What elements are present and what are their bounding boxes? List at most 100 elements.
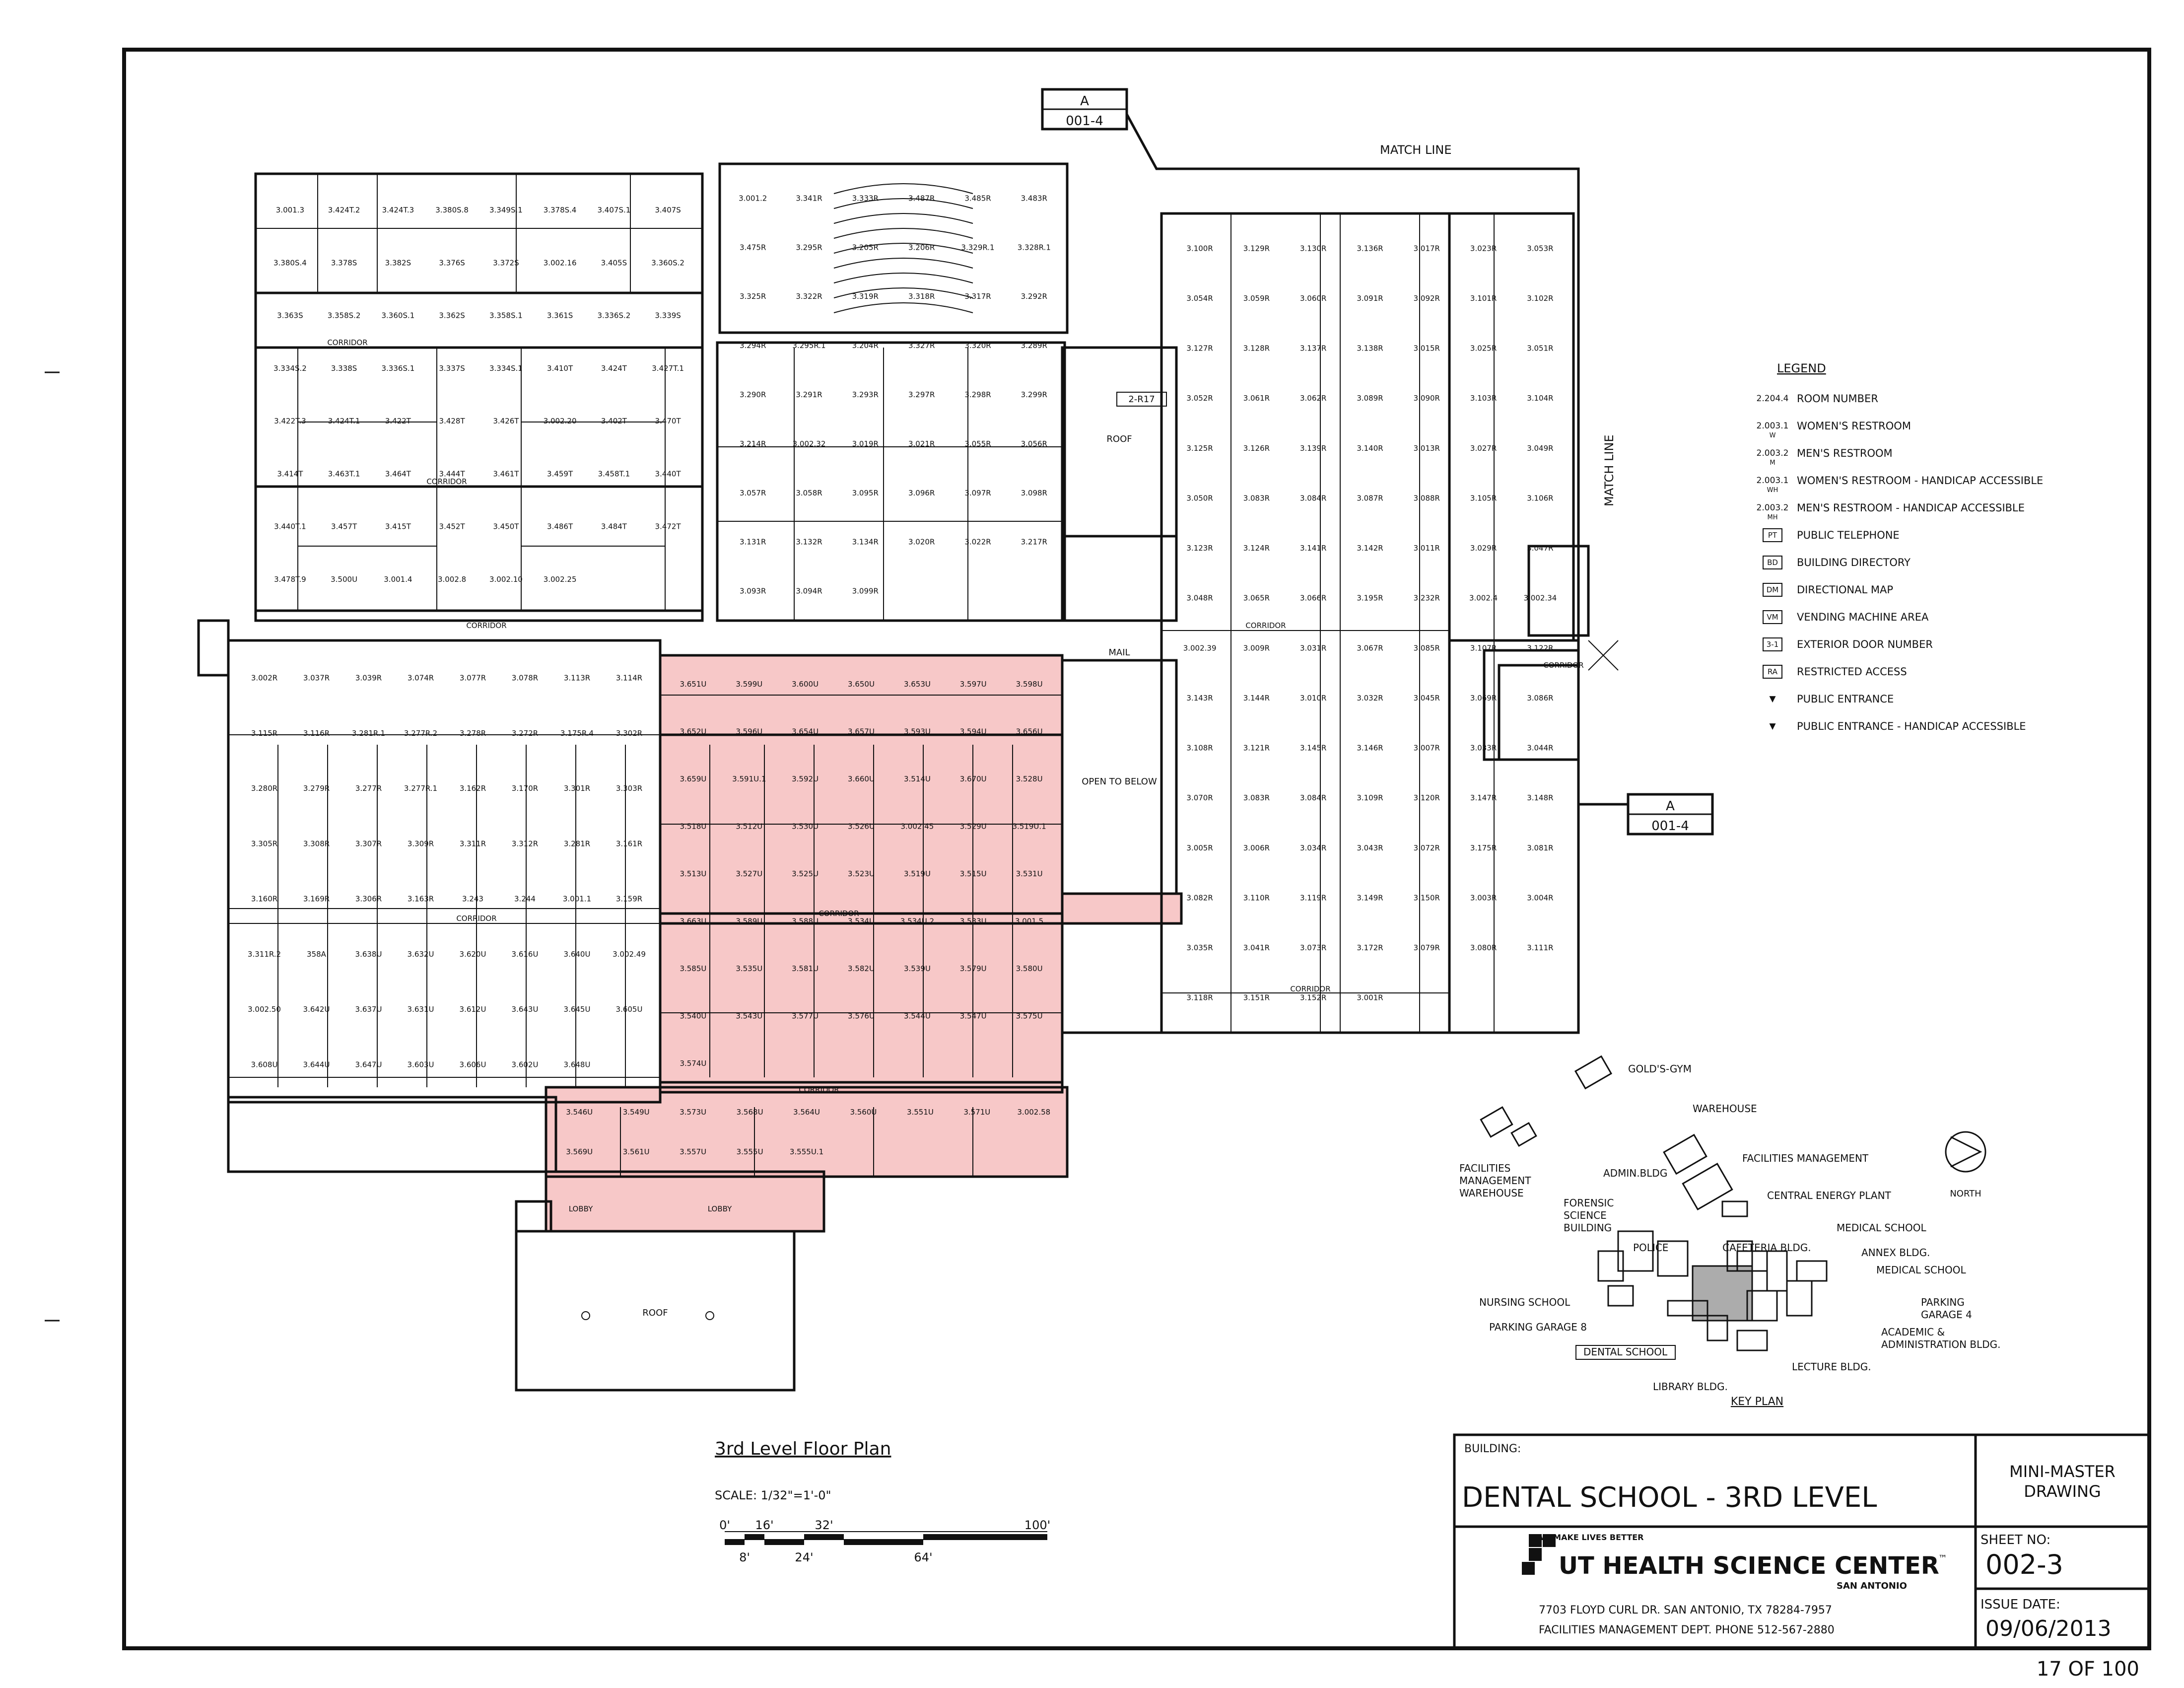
room-number: 3.131R	[740, 538, 766, 547]
key-plan-label: MEDICAL SCHOOL	[1876, 1264, 1967, 1276]
room-number: 3.458T.1	[598, 469, 630, 478]
room-number: 3.302R	[616, 729, 642, 738]
room-number: 3.424T.2	[328, 206, 360, 214]
room-number: 3.142R	[1357, 544, 1383, 553]
room-number: 3.145R	[1300, 744, 1326, 753]
room-number: 3.119R	[1300, 893, 1326, 902]
legend-item: ▼PUBLIC ENTRANCE - HANDICAP ACCESSIBLE	[1769, 720, 2026, 732]
room-number: 3.519U.1	[1012, 822, 1046, 831]
room-number: 3.319R	[852, 292, 879, 301]
sheet-no: 002-3	[1985, 1549, 2063, 1580]
room-number: 3.077R	[460, 674, 486, 683]
legend-symbol: 3-1	[1767, 640, 1779, 649]
scale-tick-label: 32'	[815, 1518, 833, 1532]
room-number: 3.277R.2	[404, 729, 437, 738]
room-number: 3.573U	[680, 1108, 706, 1117]
room-number: 3.072R	[1414, 844, 1440, 852]
legend-label: PUBLIC ENTRANCE	[1797, 693, 1894, 705]
room-number: 3.295R	[796, 243, 822, 252]
room-number: 3.003R	[1470, 893, 1497, 902]
key-plan-label: MANAGEMENT	[1459, 1175, 1531, 1187]
room-number: 3.407S.1	[598, 206, 631, 214]
room-number: 3.143R	[1186, 694, 1213, 703]
room-number: 3.596U	[736, 727, 762, 736]
room-number: 3.001.5	[1015, 917, 1043, 926]
room-number: 3.034R	[1300, 844, 1326, 852]
scale-text: SCALE: 1/32"=1'-0"	[715, 1488, 831, 1502]
room-number: 3.010R	[1300, 694, 1326, 703]
room-number: 3.116R	[303, 729, 330, 738]
room-number: 3.097R	[964, 489, 991, 497]
room-number: 3.518U	[680, 822, 706, 831]
room-number: 3.280R	[251, 784, 277, 793]
room-number: 3.132R	[796, 538, 822, 547]
legend-label: VENDING MACHINE AREA	[1797, 611, 1929, 623]
building-label: BUILDING:	[1464, 1443, 1521, 1455]
room-number: 3.293R	[852, 390, 879, 399]
room-number: 3.292R	[1021, 292, 1047, 301]
room-number: 3.069R	[1470, 694, 1497, 703]
legend-symbol-box	[1763, 528, 1782, 542]
roof-tag-box	[1116, 392, 1167, 407]
room-number: 3.616U	[512, 950, 539, 959]
room-number: 3.103R	[1470, 394, 1497, 403]
room-number: 3.336S.2	[598, 311, 631, 320]
room-number: 3.529U	[960, 822, 987, 831]
room-number: 3.277R.1	[404, 784, 437, 793]
scale-tick-label: 100'	[1024, 1518, 1050, 1532]
room-number: 3.279R	[303, 784, 330, 793]
room-number: 3.058R	[796, 489, 822, 497]
legend-label: DIRECTIONAL MAP	[1797, 584, 1893, 596]
room-number: 3.152R	[1300, 993, 1326, 1002]
room-number: 3.002.58	[1017, 1108, 1050, 1117]
room-number: 3.515U	[960, 869, 987, 878]
room-number: 3.007R	[1414, 744, 1440, 753]
key-plan-label: DENTAL SCHOOL	[1583, 1346, 1668, 1358]
key-plan-label: ADMIN.BLDG	[1603, 1167, 1667, 1179]
room-number: 3.005R	[1186, 844, 1213, 852]
drawing-type-line1: MINI-MASTER	[2009, 1462, 2116, 1481]
room-number: 3.478T.9	[274, 575, 306, 584]
room-number: 3.376S	[439, 258, 465, 267]
corridor-label: CORRIDOR	[466, 621, 506, 630]
room-number: 3.657U	[848, 727, 875, 736]
room-number: 3.047R	[1527, 544, 1553, 553]
callout-code: 001-4	[1651, 819, 1689, 834]
room-number: 3.043R	[1357, 844, 1383, 852]
room-number: 3.486T	[547, 522, 573, 531]
room-number: 3.025R	[1470, 344, 1497, 353]
room-number: 3.002.50	[248, 1005, 281, 1014]
key-plan-label: CENTRAL ENERGY PLANT	[1767, 1190, 1892, 1201]
room-number: 3.297R	[908, 390, 935, 399]
legend-symbol: VM	[1767, 613, 1778, 622]
trademark: ™	[1938, 1553, 1947, 1564]
corridor-label: CORRIDOR	[1543, 661, 1583, 670]
key-plan-label: POLICE	[1633, 1242, 1668, 1254]
room-number: 3.002.32	[793, 439, 826, 448]
room-number: 3.162R	[460, 784, 486, 793]
room-number: 3.311R	[460, 839, 486, 848]
room-number: 3.111R	[1527, 943, 1553, 952]
room-number: 3.065R	[1243, 594, 1270, 603]
room-number: 3.582U	[848, 964, 875, 973]
room-number: 3.576U	[848, 1012, 875, 1021]
legend-symbol: PT	[1768, 531, 1777, 540]
room-number: 3.608U	[251, 1060, 278, 1069]
room-number: 3.107R	[1470, 643, 1497, 652]
room-number: 3.564U	[793, 1108, 820, 1117]
key-plan-label: PARKING GARAGE 8	[1489, 1321, 1587, 1333]
legend-symbol-box	[1763, 583, 1782, 597]
legend-symbol: ▼	[1769, 694, 1776, 704]
legend-symbol-sub: MH	[1768, 514, 1778, 521]
room-number: 3.644U	[303, 1060, 330, 1069]
room-number: 3.170R	[512, 784, 538, 793]
room-number: 3.002.10	[489, 575, 523, 584]
room-number: 3.002.45	[901, 822, 934, 831]
room-number: 3.004R	[1527, 893, 1553, 902]
room-number: 3.057R	[740, 489, 766, 497]
room-number: 3.654U	[792, 727, 819, 736]
key-plan-label: ADMINISTRATION BLDG.	[1881, 1338, 2001, 1350]
scale-bar	[725, 1531, 1047, 1545]
key-plan-label: FACILITIES	[1459, 1162, 1510, 1174]
room-number: 3.054R	[1186, 294, 1213, 303]
